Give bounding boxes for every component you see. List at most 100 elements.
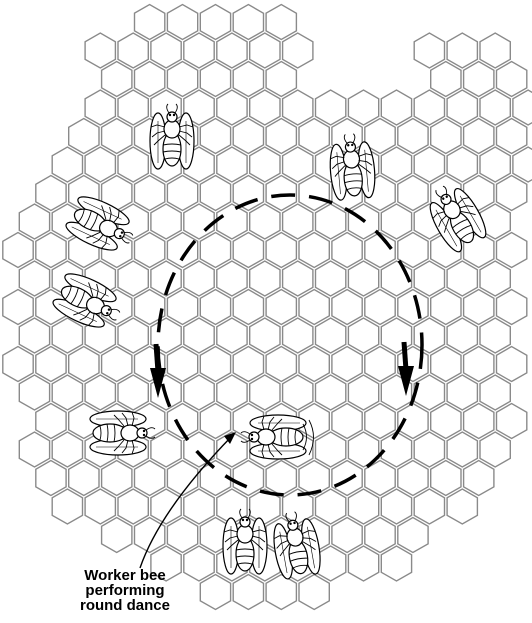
honeycomb-cell: [316, 90, 346, 125]
honeycomb-cell: [299, 575, 329, 610]
honeycomb-cell: [299, 119, 329, 154]
honeycomb-cell: [135, 518, 165, 553]
honeycomb-cell: [118, 375, 148, 410]
honeycomb-cell: [332, 347, 362, 382]
honeycomb-cell: [497, 290, 527, 325]
honeycomb-cell: [217, 375, 247, 410]
honeycomb-cell: [19, 432, 49, 467]
honeycomb-cell: [118, 33, 148, 68]
honeycomb-cell: [151, 33, 181, 68]
honeycomb-cell: [299, 233, 329, 268]
honeycomb-cell: [381, 489, 411, 524]
honeycomb-cell: [250, 204, 280, 239]
honeycomb-cell: [250, 90, 280, 125]
honeycomb-cell: [200, 5, 230, 40]
honeycomb-cell: [497, 347, 527, 382]
honeycomb-cell: [135, 62, 165, 97]
honeycomb-cell: [381, 147, 411, 182]
honeycomb-cell: [316, 261, 346, 296]
honeycomb-cell: [200, 347, 230, 382]
honeycomb-cell: [283, 261, 313, 296]
honeycomb-cell: [283, 33, 313, 68]
honeycomb-cell: [184, 318, 214, 353]
honeycomb-cell: [200, 176, 230, 211]
honeycomb-cell: [135, 233, 165, 268]
honeycomb-cell: [85, 90, 115, 125]
honeycomb-cell: [36, 176, 66, 211]
honeycomb-cell: [513, 90, 532, 125]
honeycomb-cell: [118, 147, 148, 182]
caption-line-2: performing: [58, 583, 192, 598]
honeycomb-cell: [233, 290, 263, 325]
honeycomb-cell: [447, 147, 477, 182]
honeycomb-cell: [266, 347, 296, 382]
left-direction-arrow-icon-shaft: [156, 344, 158, 372]
honeycomb-cell: [200, 290, 230, 325]
honeycomb-cell: [69, 347, 99, 382]
honeycomb-cell: [233, 461, 263, 496]
honeycomb-cell: [299, 176, 329, 211]
honeycomb-cell: [217, 90, 247, 125]
honeycomb-cell: [266, 461, 296, 496]
honeycomb-cell: [200, 119, 230, 154]
honeycomb-cell: [184, 489, 214, 524]
honeycomb-cell: [52, 375, 82, 410]
honeycomb-cell: [398, 461, 428, 496]
honeycomb-cell: [381, 90, 411, 125]
honeycomb-cell: [497, 233, 527, 268]
honeycomb-cell: [283, 147, 313, 182]
honeycomb-cell: [316, 432, 346, 467]
honeycomb-cell: [447, 318, 477, 353]
honeycomb-cell: [167, 62, 197, 97]
honeycomb-cell: [217, 204, 247, 239]
honeycomb-cell: [52, 318, 82, 353]
honeycomb-cell: [497, 62, 527, 97]
honeycomb-cell: [167, 176, 197, 211]
honeycomb-cell: [266, 62, 296, 97]
honeycomb-cell: [52, 489, 82, 524]
honeycomb-cell: [250, 33, 280, 68]
honeycomb-cell: [167, 347, 197, 382]
honeycomb-cell: [266, 575, 296, 610]
honeycomb-cell: [19, 204, 49, 239]
honeycomb-cell: [348, 546, 378, 581]
honeycomb-cell: [464, 290, 494, 325]
honeycomb-cell: [332, 461, 362, 496]
honeycomb-cell: [200, 233, 230, 268]
caption-line-1: Worker bee: [58, 568, 192, 583]
honeycomb-cell: [266, 176, 296, 211]
honeycomb-cell: [36, 233, 66, 268]
honeycomb-cell: [414, 489, 444, 524]
honeycomb-cell: [480, 33, 510, 68]
honeycomb-cell: [299, 461, 329, 496]
honeycomb-cell: [52, 432, 82, 467]
honeycomb-cell: [365, 404, 395, 439]
honeycomb-cell: [217, 318, 247, 353]
honeycomb-cell: [217, 33, 247, 68]
honeycomb-cell: [497, 119, 527, 154]
honeycomb-cell: [102, 461, 132, 496]
honeycomb-cell: [135, 461, 165, 496]
honeycomb-cell: [102, 518, 132, 553]
bee-icon: [150, 104, 194, 169]
honeycomb-cell: [233, 176, 263, 211]
honeycomb-cell: [447, 432, 477, 467]
honeycomb-cell: [266, 290, 296, 325]
honeycomb-cell: [118, 489, 148, 524]
honeycomb-cell: [414, 261, 444, 296]
honeycomb-cell: [447, 33, 477, 68]
honeycomb-cell: [151, 489, 181, 524]
honeycomb-cell: [381, 546, 411, 581]
honeycomb-cell: [480, 432, 510, 467]
honeycomb-cell: [69, 119, 99, 154]
honeycomb-cell: [348, 318, 378, 353]
honeycomb-cell: [414, 432, 444, 467]
honeycomb-cell: [447, 489, 477, 524]
honeycomb-cell: [431, 461, 461, 496]
honeycomb-cell: [480, 261, 510, 296]
honeycomb-cell: [102, 62, 132, 97]
honeycomb-cell: [316, 318, 346, 353]
honeycomb-cell: [497, 404, 527, 439]
honeycomb-cell: [431, 62, 461, 97]
